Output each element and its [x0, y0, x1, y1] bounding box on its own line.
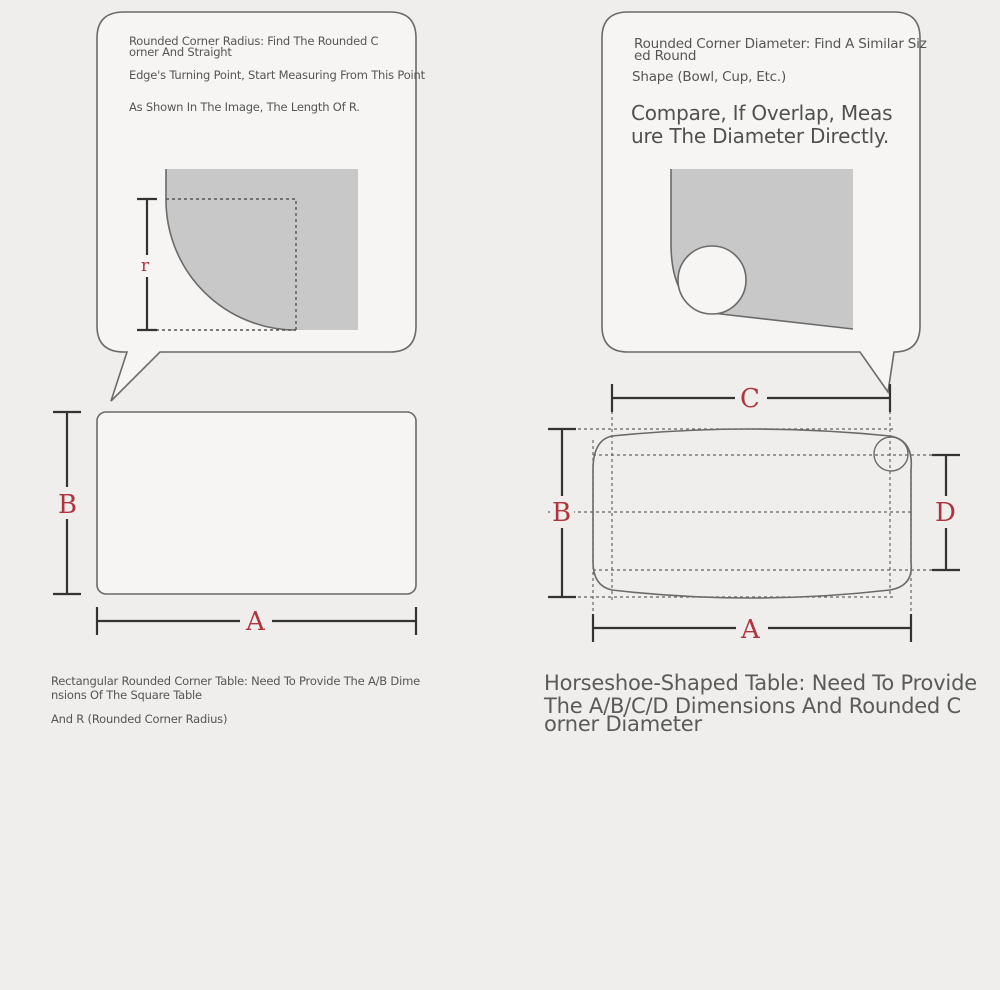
round-object-circle: [677, 245, 747, 315]
right-bubble-text-4: Compare, If Overlap, Meas: [631, 101, 893, 125]
dim-a-right-label: A: [740, 615, 761, 645]
corner-dashed-guide: [166, 198, 297, 330]
left-bubble-text-2: orner And Straight: [129, 45, 232, 59]
rounded-corner-sample: [165, 169, 358, 330]
right-caption-2: The A/B/C/D Dimensions And Rounded C: [544, 694, 961, 718]
dim-a-label: A: [245, 607, 266, 637]
left-bubble-text-3: Edge's Turning Point, Start Measuring Fr…: [129, 68, 425, 82]
rounded-corner-arc: [165, 169, 297, 331]
left-bubble-text-4: As Shown In The Image, The Length Of R.: [129, 100, 360, 114]
right-caption-3: orner Diameter: [544, 712, 702, 736]
right-bubble-text-3: Shape (Bowl, Cup, Etc.): [632, 69, 787, 85]
right-bubble-text-2: ed Round: [634, 48, 697, 64]
dim-c-label-gap: [735, 383, 767, 413]
left-bubble-text-1: Rounded Corner Radius: Find The Rounded …: [129, 34, 379, 48]
horseshoe-table: [592, 428, 913, 599]
dim-a-right-label-gap: [736, 613, 768, 643]
left-caption-3: And R (Rounded Corner Radius): [51, 712, 228, 726]
radius-label: r: [141, 256, 150, 276]
dim-c-label: C: [740, 384, 760, 414]
dim-d-label: D: [935, 498, 956, 528]
left-caption-1: Rectangular Rounded Corner Table: Need T…: [51, 674, 420, 688]
right-bubble-text-1: Rounded Corner Diameter: Find A Similar …: [634, 36, 927, 52]
radius-label-gap: [139, 255, 155, 277]
right-bubble-text-5: ure The Diameter Directly.: [631, 124, 889, 148]
corner-diameter-circle: [873, 436, 909, 472]
dim-b-right-label-gap: [550, 496, 574, 528]
dim-b-label-gap: [55, 487, 79, 519]
left-caption-2: nsions Of The Square Table: [51, 688, 202, 702]
dim-d-label-gap: [932, 496, 960, 528]
dim-b-right-label: B: [552, 498, 571, 528]
dim-a-label-gap: [240, 606, 272, 636]
rectangular-table: [96, 411, 417, 595]
right-caption-1: Horseshoe-Shaped Table: Need To Provide: [544, 671, 977, 695]
dim-b-label: B: [58, 490, 77, 520]
